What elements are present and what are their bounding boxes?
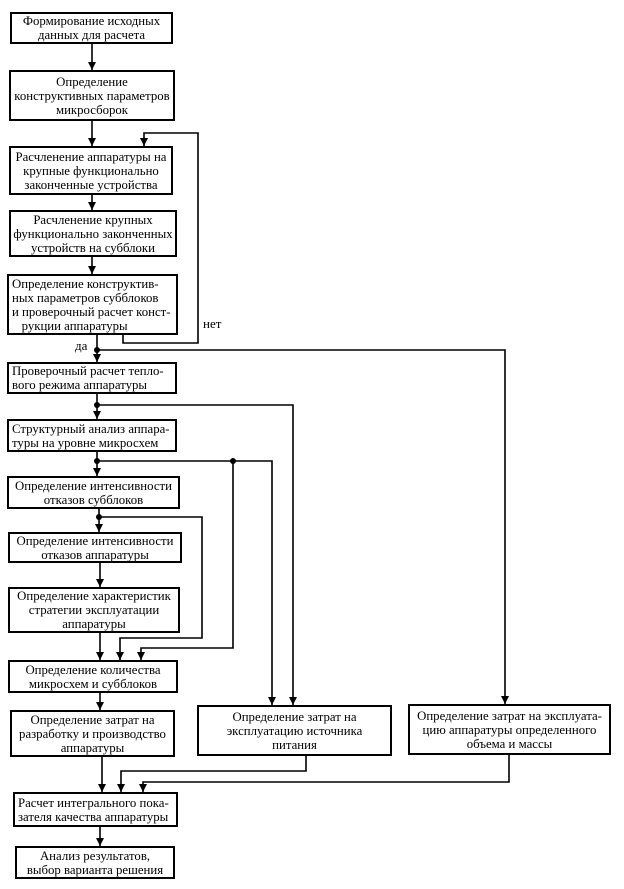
junction-dot [96,514,102,520]
flow-box-subblock-params-design-check: Определение конструктив-ных параметров с… [7,274,178,335]
flow-box-text-line: Расчленение крупных [33,212,153,227]
junction-dot [94,402,100,408]
flow-box-text-line: эксплуатацию источника [226,723,363,738]
c-box6-to-power-source-box [97,404,297,705]
junction-dot [94,347,100,353]
flow-box-text-line: отказов аппаратуры [41,547,149,562]
flow-box-text-line: микросхем и субблоков [28,676,158,691]
flow-box-text-line: разработку и производство [19,726,166,741]
flow-box-text-line: стратегии эксплуатации [28,603,160,617]
flow-box-text-line: Определение характеристик [17,589,171,603]
decision-label-no: нет [203,316,222,331]
c-yes-to-volume-mass-box [97,349,509,704]
flow-box-text-line: аппаратуры [60,740,125,755]
flow-box-text-line: Определение интенсивности [16,533,174,548]
flow-box-text-line: крупные функционально [23,163,159,178]
flow-box-text-line: Определение интенсивности [15,478,172,493]
flow-box-text-line: Анализ результатов, [39,848,151,863]
junction-dot [230,458,236,464]
flow-box-text-line: Определение затрат на [232,709,357,724]
flow-box-text-line: данных для расчета [37,28,146,42]
flow-box-text-line: устройств на субблоки [30,240,155,255]
c-no-feedback-to-box3 [122,132,199,344]
flow-box-results-analysis: Анализ результатов,выбор варианта решени… [15,846,175,879]
c-box8-to-count-box [99,516,203,660]
flow-box-text-line: и проверочный расчет конст- [12,304,171,319]
flow-box-text-line: Определение [56,74,128,89]
c-box7-to-power-source-box [97,460,276,705]
c-box7-to-count-box [137,461,234,660]
flow-box-text-line: функционально законченных [13,226,173,241]
flow-box-text-line: Определение количества [25,662,161,677]
flow-box-operation-costs-volume-mass: Определение затрат на эксплуата-цию аппа… [408,704,611,755]
flow-box-text-line: Структурный анализ аппара- [12,421,170,436]
flow-box-text-line: Определение затрат на эксплуата- [417,708,602,723]
flow-box-text-line: микросборок [55,102,129,117]
c-power-source-to-box15 [117,756,307,792]
c-volume-mass-to-box15 [139,755,510,792]
flow-box-text-line: туры на уровне микросхем [12,435,159,450]
junction-dot [94,458,100,464]
flow-box-text-line: ных параметров субблоков [12,290,159,305]
flow-box-text-line: Проверочный расчет тепло- [12,364,164,378]
flow-box-text-line: объема и массы [466,736,553,751]
decision-label-yes: да [75,338,88,353]
flow-box-text-line: отказов субблоков [43,492,144,507]
flow-box-text-line: законченные устройства [24,177,158,192]
flow-box-text-line: вого режима аппаратуры [12,378,147,392]
flow-box-text-line: конструктивных параметров [14,88,170,103]
flow-box-text-line: зателя качества аппаратуры [18,809,169,824]
flow-box-text-line: цию аппаратуры определенного [422,722,597,737]
flow-box-text-line: Расчет интегрального пока- [18,795,169,810]
flow-box-text-line: аппаратуры [62,617,126,631]
flow-box-text-line: выбор варианта решения [26,862,164,877]
flow-box-integral-quality-index: Расчет интегрального пока-зателя качеств… [13,792,178,827]
flow-box-text-line: питания [272,737,317,752]
flow-box-text-line: Определение затрат на [30,712,155,727]
flow-box-text-line: Определение конструктив- [12,276,159,291]
flow-box-thermal-check-calculation: Проверочный расчет тепло-вого режима апп… [7,362,177,394]
flow-box-text-line: Формирование исходных [22,14,161,28]
flow-box-text-line: Расчленение аппаратуры на [15,149,167,164]
flow-box-text-line: рукции аппаратуры [12,318,128,333]
flow-box-structural-analysis-ic-level: Структурный анализ аппара-туры на уровне… [7,419,177,452]
